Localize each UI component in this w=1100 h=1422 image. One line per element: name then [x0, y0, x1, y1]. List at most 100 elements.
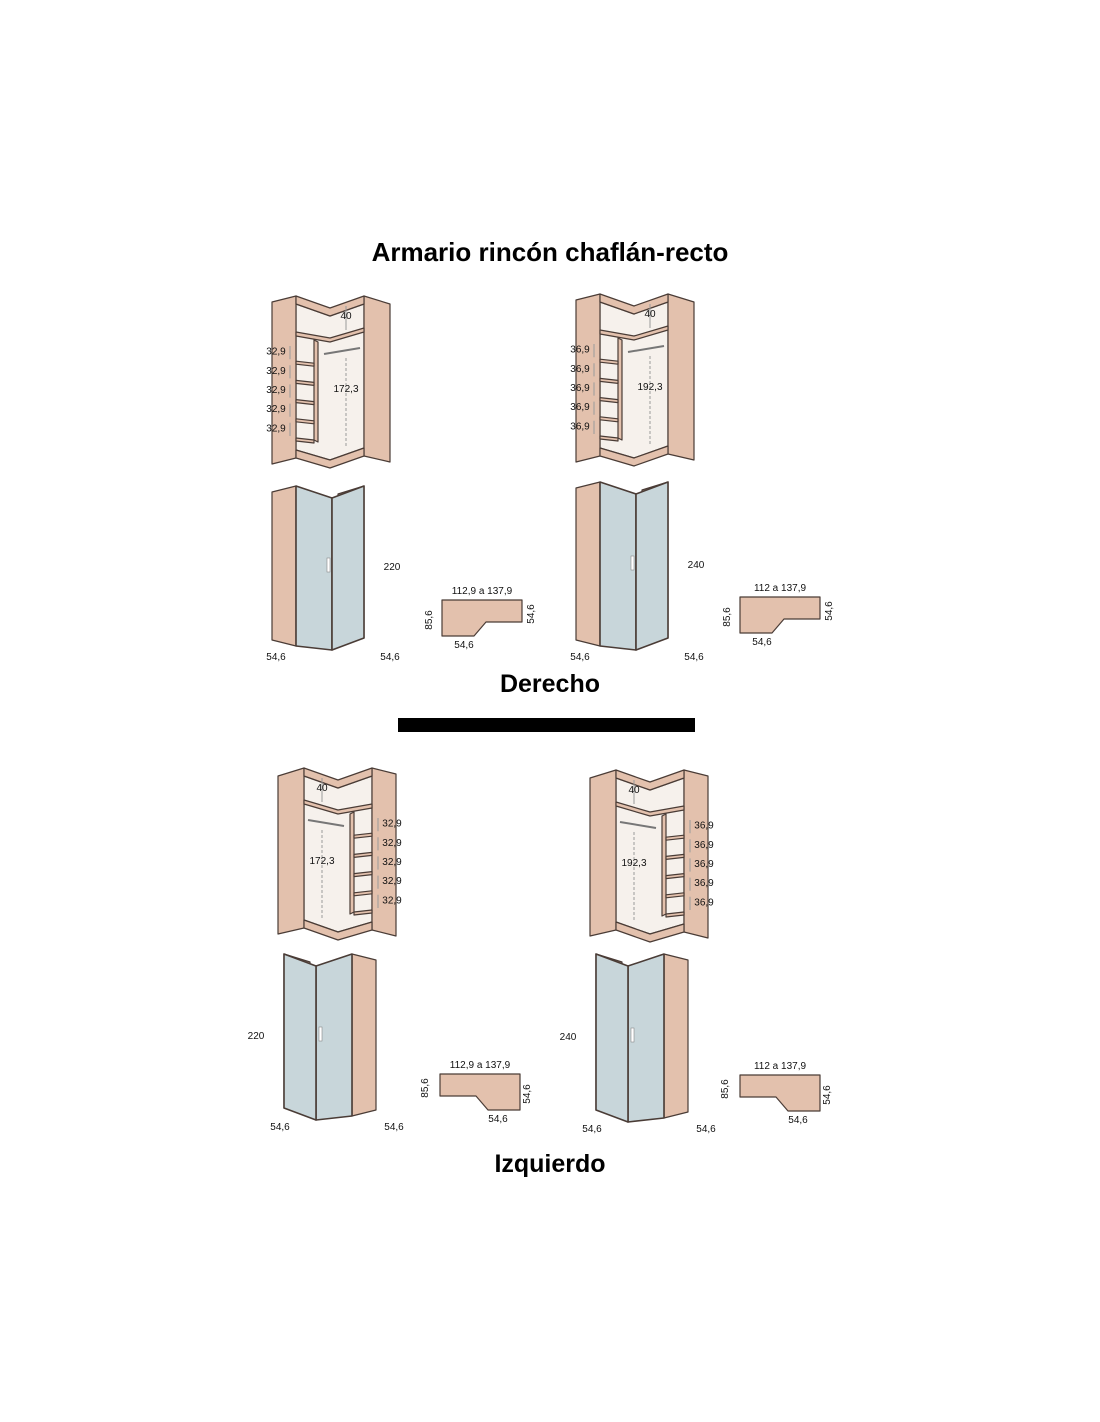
- shelf-board: [353, 909, 373, 916]
- plan-side-a-label: 85,6: [424, 610, 435, 630]
- exterior-view: 220 54,6 54,6: [248, 953, 404, 1133]
- top-space-label: 40: [628, 785, 640, 796]
- shelf-board: [295, 437, 315, 444]
- plan-side-b-label: 54,6: [526, 604, 537, 624]
- shelf-board: [295, 399, 315, 406]
- top-shelf: [615, 801, 685, 817]
- shelf-board: [599, 377, 619, 384]
- hanging-height-label: 172,3: [309, 856, 334, 867]
- door-right: [595, 953, 629, 1123]
- shelf-spacing-label: 36,9: [570, 364, 590, 375]
- top-shelf: [303, 799, 373, 815]
- hanging-rail: [323, 347, 361, 355]
- exterior-side-left: [351, 953, 377, 1117]
- hanging-rail: [627, 345, 665, 353]
- depth-left-label: 54,6: [270, 1122, 290, 1133]
- shelf-spacing-label: 36,9: [570, 383, 590, 394]
- side-panel-left: [683, 769, 709, 939]
- shelf-divider: [313, 339, 319, 443]
- shelf-spacing-label: 36,9: [570, 402, 590, 413]
- hanging-height-label: 172,3: [333, 384, 358, 395]
- top-panel: [615, 769, 685, 791]
- bottom-panel: [599, 445, 669, 467]
- plan-width-label: 112 a 137,9: [754, 583, 807, 594]
- height-label: 240: [688, 560, 705, 571]
- shelf-divider: [661, 813, 667, 917]
- shelf-board: [599, 358, 619, 365]
- door-handle: [630, 555, 635, 571]
- shelf-spacing-label: 36,9: [570, 345, 590, 356]
- shelf-board: [665, 892, 685, 899]
- depth-left-label: 54,6: [570, 652, 590, 663]
- height-label: 220: [384, 562, 401, 573]
- bottom-panel: [615, 921, 685, 943]
- depth-left-label: 54,6: [582, 1124, 602, 1135]
- top-panel: [303, 767, 373, 789]
- side-panel-right: [667, 293, 695, 461]
- top-space-label: 40: [340, 311, 352, 322]
- shelf-board: [665, 872, 685, 880]
- shelf-board: [295, 360, 315, 367]
- plan-bottom-label: 54,6: [752, 637, 772, 648]
- shelf-spacing-label: 32,9: [382, 838, 402, 849]
- shelf-spacing-label: 32,9: [266, 385, 286, 396]
- shelf-spacing-label: 32,9: [266, 347, 286, 358]
- door-right: [635, 481, 669, 651]
- plan-bottom-label: 54,6: [788, 1115, 808, 1126]
- height-label: 220: [248, 1031, 265, 1042]
- depth-right-label: 54,6: [696, 1124, 716, 1135]
- shelf-spacing-label: 32,9: [382, 876, 402, 887]
- plan-bottom-label: 54,6: [488, 1114, 508, 1125]
- door-right: [331, 485, 365, 651]
- shelf-board: [599, 397, 619, 404]
- depth-right-label: 54,6: [380, 652, 400, 663]
- door-left: [599, 481, 637, 651]
- shelf-spacing-label: 36,9: [570, 421, 590, 432]
- shelf-spacing-label: 36,9: [694, 897, 714, 908]
- section-divider: [398, 718, 695, 732]
- shelf-spacing-label: 36,9: [694, 821, 714, 832]
- side-panel-left: [371, 767, 397, 937]
- interior-view: 36,9 36,9 36,9 36,9 36,9 192,3 40: [570, 293, 695, 467]
- shelf-spacing-label: 32,9: [382, 895, 402, 906]
- shelf-board: [599, 435, 619, 442]
- top-panel: [599, 293, 669, 315]
- side-panel-right: [363, 295, 391, 463]
- top-space-label: 40: [644, 309, 656, 320]
- section-label-derecho: Derecho: [499, 670, 601, 698]
- plan-side-a-label: 54,6: [822, 1085, 833, 1105]
- hanging-height-label: 192,3: [637, 382, 662, 393]
- shelf-board: [665, 853, 685, 861]
- plan-shape: [739, 1074, 821, 1112]
- exterior-side-left: [271, 485, 297, 647]
- page-title: Armario rincón chaflán-recto: [371, 237, 729, 267]
- door-right: [283, 953, 317, 1121]
- shelf-board: [295, 379, 315, 386]
- side-panel-right: [589, 769, 617, 937]
- shelf-board: [353, 851, 373, 859]
- bottom-panel: [295, 447, 365, 469]
- shelf-spacing-label: 32,9: [266, 366, 286, 377]
- top-space-label: 40: [316, 783, 328, 794]
- plan-view: 112 a 137,954,685,654,6: [720, 1061, 833, 1126]
- door-handle: [630, 1027, 635, 1043]
- plan-shape: [441, 599, 523, 637]
- shelf-board: [665, 911, 685, 918]
- depth-right-label: 54,6: [384, 1122, 404, 1133]
- plan-side-a-label: 54,6: [522, 1084, 533, 1104]
- shelf-divider: [617, 337, 623, 441]
- plan-side-b-label: 85,6: [420, 1078, 431, 1098]
- hanging-rail: [307, 819, 345, 827]
- shelf-spacing-label: 36,9: [694, 878, 714, 889]
- shelf-board: [599, 416, 619, 423]
- door-handle: [318, 1026, 323, 1042]
